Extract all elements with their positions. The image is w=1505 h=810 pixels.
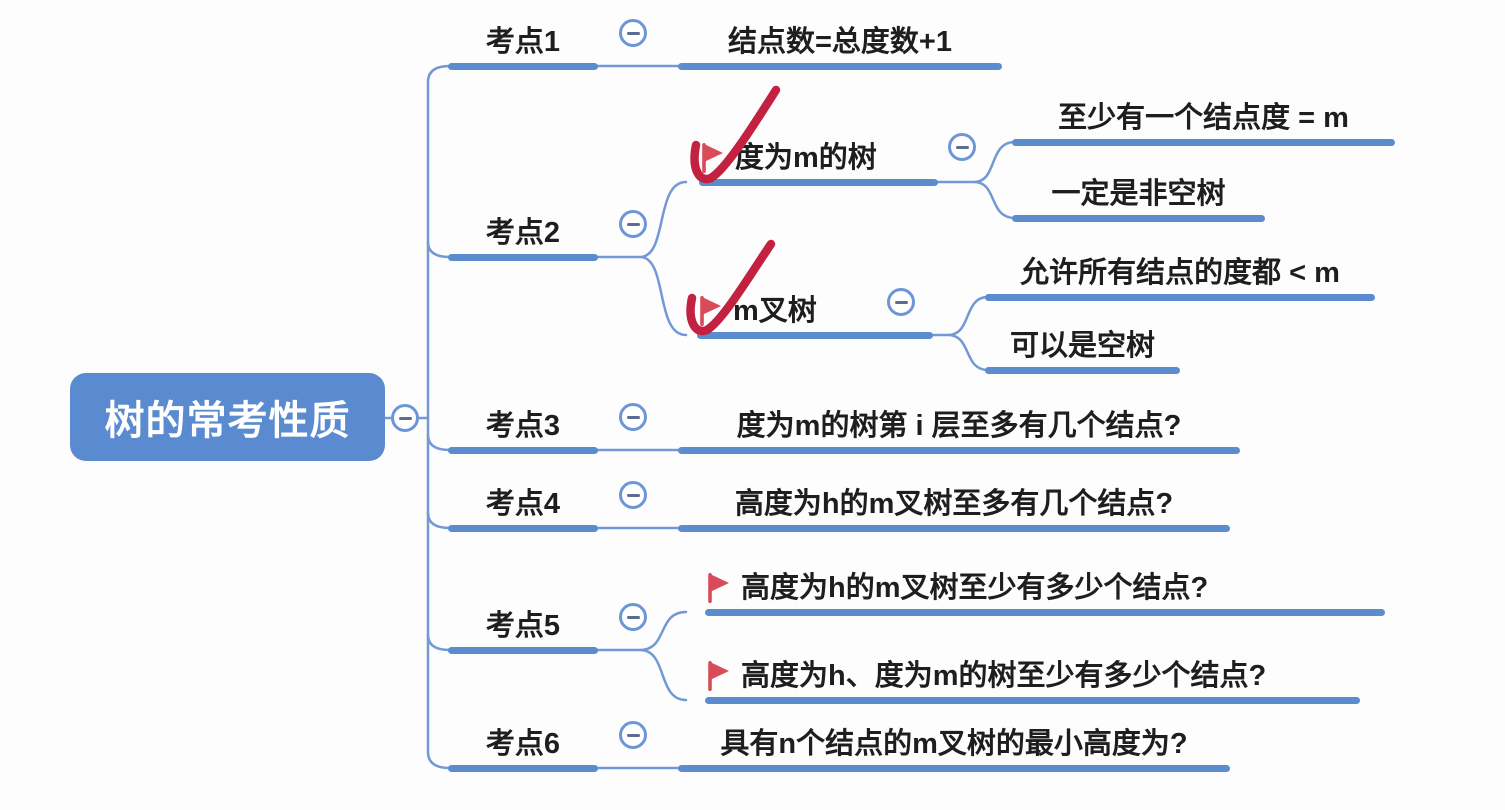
topic-label: 考点6 [485, 728, 561, 760]
collapse-button-kaodian2[interactable] [619, 210, 647, 238]
subtopic-label: 至少有一个结点度 = m [1058, 102, 1349, 134]
collapse-button-kaodian1[interactable] [619, 19, 647, 47]
topic-kaodian5[interactable]: 考点5 [448, 608, 598, 654]
topic-underline [985, 294, 1375, 301]
minus-icon [894, 300, 908, 304]
topic-underline [1012, 215, 1265, 222]
subtopic-node-degree-formula[interactable]: 结点数=总度数+1 [678, 24, 1002, 70]
root-topic-label: 树的常考性质 [104, 399, 351, 443]
subtopic-min-height-n-nodes[interactable]: 具有n个结点的m叉树的最小高度为? [678, 726, 1230, 772]
red-flag-icon [702, 143, 723, 173]
topic-kaodian6[interactable]: 考点6 [448, 726, 598, 772]
subtopic-label: 度为m的树 [735, 141, 877, 174]
topic-underline [678, 447, 1240, 454]
subtopic-min-nodes-tree-degree-m[interactable]: 高度为h、度为m的树至少有多少个结点? [683, 658, 1360, 704]
collapse-button-kaodian6[interactable] [619, 721, 647, 749]
subtopic-at-least-one-node-degree-m[interactable]: 至少有一个结点度 = m [1012, 100, 1395, 146]
topic-kaodian3[interactable]: 考点3 [448, 408, 598, 454]
minus-icon [626, 415, 640, 419]
topic-label: 考点4 [485, 488, 561, 520]
subtopic-label: 一定是非空树 [1051, 178, 1226, 210]
topic-label: 考点1 [485, 26, 561, 58]
subtopic-min-nodes-m-ary-tree[interactable]: 高度为h的m叉树至少有多少个结点? [683, 570, 1385, 616]
collapse-button-root[interactable] [391, 404, 419, 432]
topic-underline [699, 179, 938, 186]
topic-underline [1012, 139, 1395, 146]
topic-underline [448, 447, 598, 454]
topic-underline [678, 765, 1230, 772]
subtopic-must-be-nonempty[interactable]: 一定是非空树 [1012, 176, 1265, 222]
topic-underline [678, 525, 1230, 532]
topic-label: 考点3 [485, 410, 561, 442]
topic-label: 考点2 [485, 217, 561, 249]
subtopic-all-degrees-less-than-m[interactable]: 允许所有结点的度都 < m [985, 255, 1375, 301]
topic-underline [985, 367, 1180, 374]
topic-underline [448, 765, 598, 772]
subtopic-label: m叉树 [733, 294, 817, 327]
topic-kaodian4[interactable]: 考点4 [448, 486, 598, 532]
topic-kaodian2[interactable]: 考点2 [448, 215, 598, 261]
root-topic[interactable]: 树的常考性质 [70, 373, 385, 461]
topic-underline [678, 63, 1002, 70]
topic-underline [448, 525, 598, 532]
topic-underline [448, 647, 598, 654]
subtopic-label: 高度为h的m叉树至多有几个结点? [734, 488, 1174, 520]
collapse-button-kaodian5[interactable] [619, 603, 647, 631]
subtopic-label: 结点数=总度数+1 [728, 26, 952, 58]
topic-underline [448, 63, 598, 70]
subtopic-tree-of-degree-m[interactable]: 度为m的树 [683, 140, 938, 186]
minus-icon [955, 145, 969, 149]
topic-underline [697, 332, 933, 339]
subtopic-max-nodes-level-i[interactable]: 度为m的树第 i 层至多有几个结点? [678, 408, 1240, 454]
topic-underline [705, 609, 1385, 616]
collapse-button-m-ary-tree[interactable] [887, 288, 915, 316]
red-flag-icon [708, 573, 729, 603]
red-flag-icon [700, 296, 721, 326]
subtopic-label: 度为m的树第 i 层至多有几个结点? [736, 410, 1182, 442]
minus-icon [626, 31, 640, 35]
subtopic-label: 可以是空树 [1009, 330, 1155, 362]
minus-icon [398, 416, 412, 420]
topic-label: 考点5 [485, 610, 561, 642]
topic-kaodian1[interactable]: 考点1 [448, 24, 598, 70]
minus-icon [626, 615, 640, 619]
subtopic-label: 允许所有结点的度都 < m [1020, 257, 1340, 289]
topic-underline [705, 697, 1360, 704]
collapse-button-kaodian4[interactable] [619, 481, 647, 509]
red-flag-icon [708, 661, 729, 691]
subtopic-max-nodes-height-h[interactable]: 高度为h的m叉树至多有几个结点? [678, 486, 1230, 532]
collapse-button-kaodian3[interactable] [619, 403, 647, 431]
subtopic-label: 高度为h、度为m的树至少有多少个结点? [741, 659, 1267, 692]
topic-underline [448, 254, 598, 261]
minus-icon [626, 222, 640, 226]
minus-icon [626, 493, 640, 497]
collapse-button-tree-of-degree-m[interactable] [948, 133, 976, 161]
subtopic-label: 具有n个结点的m叉树的最小高度为? [720, 728, 1188, 760]
subtopic-label: 高度为h的m叉树至少有多少个结点? [741, 571, 1209, 604]
subtopic-can-be-empty[interactable]: 可以是空树 [985, 328, 1180, 374]
minus-icon [626, 733, 640, 737]
